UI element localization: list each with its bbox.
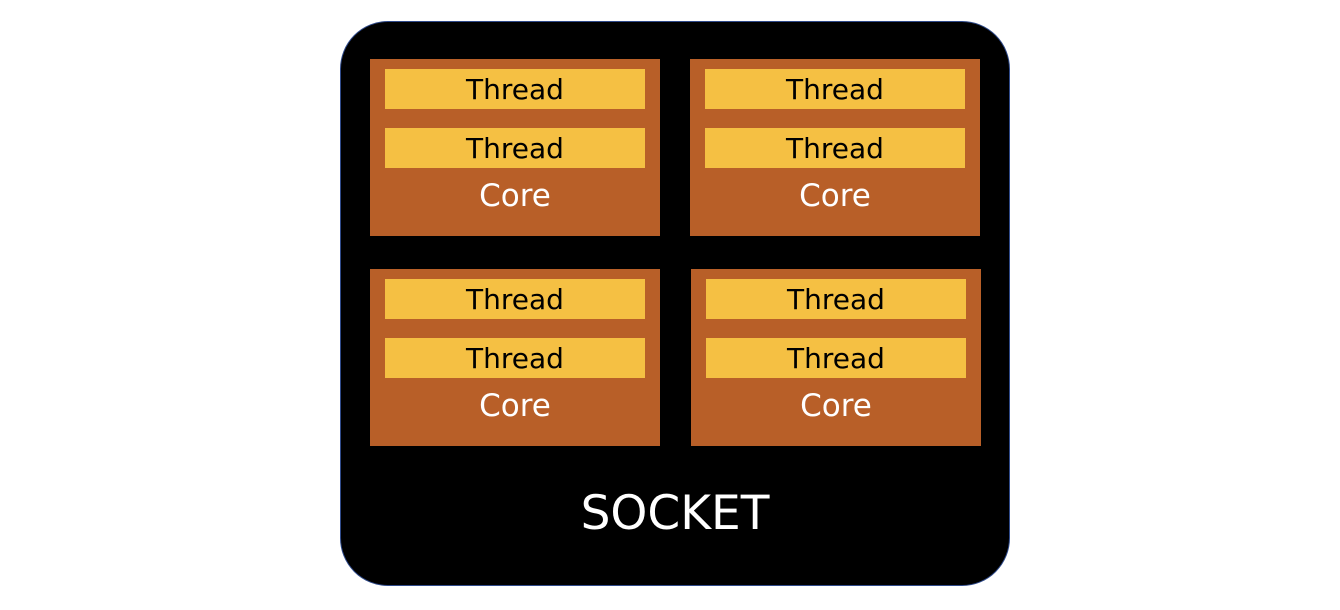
thread-box: Thread xyxy=(706,338,966,378)
thread-box: Thread xyxy=(385,338,645,378)
thread-box: Thread xyxy=(385,279,645,319)
core-box: Thread Thread Core xyxy=(370,59,660,236)
thread-box: Thread xyxy=(385,128,645,168)
core-label: Core xyxy=(799,178,871,214)
thread-box: Thread xyxy=(385,69,645,109)
core-box: Thread Thread Core xyxy=(370,269,660,446)
core-label: Core xyxy=(479,178,551,214)
thread-box: Thread xyxy=(705,69,965,109)
thread-box: Thread xyxy=(705,128,965,168)
core-box: Thread Thread Core xyxy=(691,269,981,446)
core-box: Thread Thread Core xyxy=(690,59,980,236)
socket-label: SOCKET xyxy=(580,486,770,541)
thread-box: Thread xyxy=(706,279,966,319)
core-label: Core xyxy=(479,388,551,424)
core-label: Core xyxy=(800,388,872,424)
